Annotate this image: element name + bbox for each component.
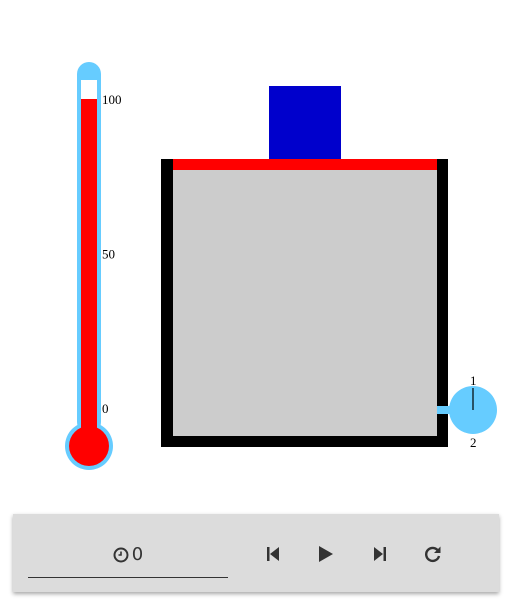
thermometer-scale: 100 50 0	[102, 92, 122, 416]
thermometer-fluid	[81, 99, 97, 444]
container-interior	[173, 159, 437, 436]
simulation-stage: 100 50 0 1 2	[65, 62, 497, 470]
thermometer-tick-label: 50	[102, 247, 115, 262]
step-back-icon	[267, 547, 279, 561]
clock-icon	[113, 547, 129, 562]
step-forward-button[interactable]	[368, 542, 392, 566]
weight-block[interactable]	[269, 86, 341, 160]
pressure-gauge: 1 2	[437, 373, 497, 450]
time-display: 0	[28, 532, 228, 578]
step-back-button[interactable]	[261, 542, 285, 566]
piston[interactable]	[173, 159, 437, 170]
thermometer-bulb	[69, 426, 109, 466]
thermometer-tick-label: 100	[102, 92, 122, 107]
step-forward-icon	[374, 547, 386, 561]
thermometer: 100 50 0	[65, 62, 122, 470]
time-value: 0	[131, 544, 144, 565]
reset-icon	[425, 546, 441, 563]
reset-button[interactable]	[421, 542, 445, 566]
gauge-connector	[437, 406, 453, 414]
play-icon	[319, 546, 333, 562]
gauge-label-top: 1	[470, 373, 477, 388]
gas-container	[161, 159, 448, 447]
thermometer-tick-label: 0	[102, 401, 109, 416]
playback-control-bar: 0	[13, 514, 499, 592]
gauge-label-bottom: 2	[470, 435, 477, 450]
play-button[interactable]	[314, 542, 338, 566]
